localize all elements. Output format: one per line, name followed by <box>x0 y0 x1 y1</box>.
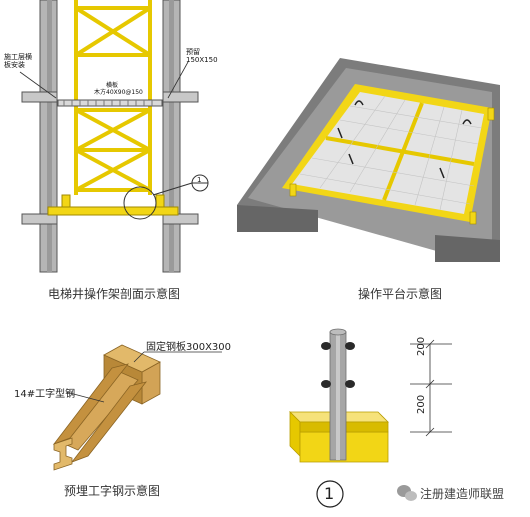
dim-top-value: 200 <box>416 336 427 356</box>
watermark-text: 注册建造师联盟 <box>420 487 505 501</box>
bolts <box>321 342 355 388</box>
platform-rails <box>289 107 495 225</box>
support-beam <box>47 206 179 216</box>
dimension-lines <box>410 339 452 437</box>
section-caption: 电梯井操作架剖面示意图 <box>48 287 181 301</box>
left-slab-lower <box>21 213 58 225</box>
left-slab-upper <box>21 91 58 103</box>
left-wall-core <box>47 0 52 272</box>
plate-label-leader <box>133 351 145 363</box>
right-slab-upper <box>162 91 199 103</box>
fixed-plate-top <box>103 344 161 373</box>
dim-bottom-value: 200 <box>416 394 427 414</box>
beam-label-leader <box>65 391 105 403</box>
ibeam-flange-bottom <box>70 381 148 463</box>
right-label-leader <box>167 61 189 99</box>
detail-leader <box>152 182 193 196</box>
left-bracket <box>61 194 71 208</box>
detail-marker-text: 1 <box>197 176 202 184</box>
plate-label: 固定钢板300X300 <box>146 342 232 353</box>
steel-bar-highlight <box>336 332 340 460</box>
platform-mesh-lines <box>299 95 483 211</box>
working-board <box>57 99 163 107</box>
detail-circle <box>123 186 157 220</box>
left-label-leader <box>19 71 57 99</box>
ibeam-caption: 预埋工字钢示意图 <box>64 484 161 498</box>
platform-rods <box>337 100 472 179</box>
section-label-right: 预留 150X150 <box>186 48 218 64</box>
ibeam-flange-top <box>52 363 130 445</box>
platform-beams <box>325 102 475 201</box>
platform-mesh <box>292 92 484 214</box>
beam-label: 14#工字型钢 <box>14 389 76 400</box>
platform-front-left <box>237 205 318 232</box>
right-slab-lower <box>162 213 199 225</box>
platform-front-right <box>435 235 500 262</box>
platform-caption: 操作平台示意图 <box>358 287 443 301</box>
right-wall-core <box>169 0 174 272</box>
detail-number-circle <box>316 480 344 508</box>
wechat-icon <box>397 485 417 501</box>
board-battens <box>63 100 153 106</box>
ibeam-end-profile <box>53 437 73 471</box>
scaffold-frame <box>74 0 152 195</box>
steel-bar-top <box>329 328 347 336</box>
detail-number: 1 <box>324 484 335 503</box>
section-label-board: 横板 木方40X90@150 <box>94 82 143 96</box>
section-label-left: 施工层横 板安装 <box>4 53 32 69</box>
